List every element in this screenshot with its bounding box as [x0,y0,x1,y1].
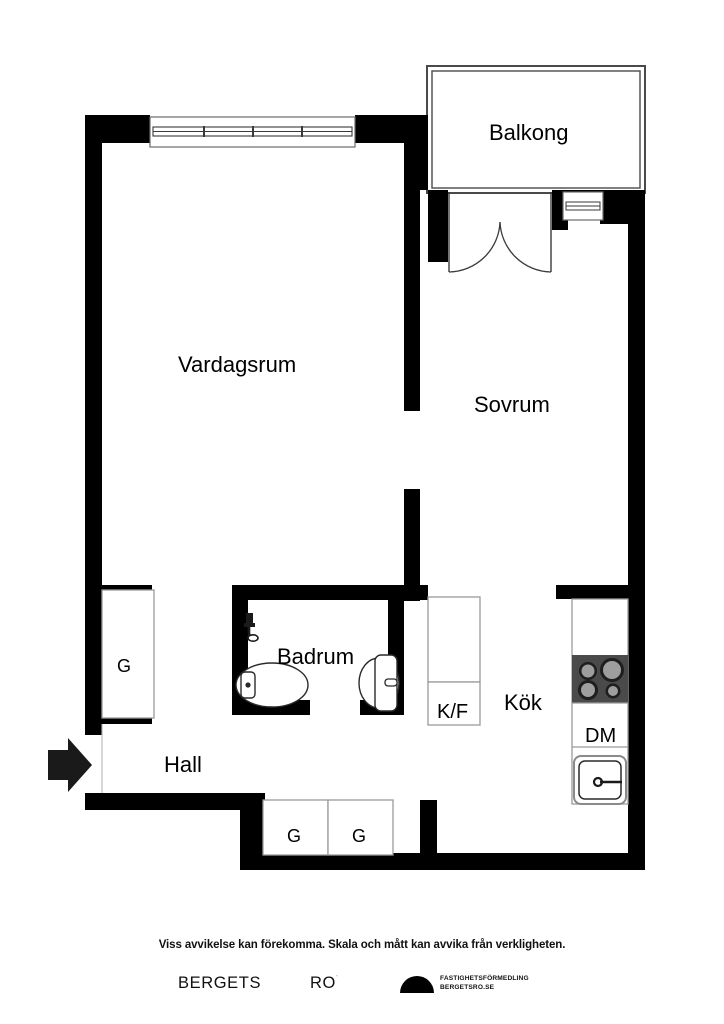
logo-line-1: FASTIGHETSFÖRMEDLING [440,975,529,982]
room-label-hall: Hall [164,752,202,777]
agency-logo[interactable]: FASTIGHETSFÖRMEDLING BERGETSRO.SE [400,970,570,1000]
floor-plan-svg [48,65,646,870]
living-room-window [149,116,356,148]
brand-bergets: BERGETS [178,974,262,992]
wall-bottom-right-step [420,800,437,870]
closet-g-bottom-row [262,799,394,856]
wall-left-exterior [85,115,102,735]
bedroom-window [562,191,604,221]
wall-g-bottom [240,853,436,870]
fixture-label-g-bottom-2: G [352,826,367,846]
logo-line-2: BERGETSRO.SE [440,984,495,991]
room-label-kok: Kök [504,690,542,715]
balcony-outline [426,65,646,194]
wall-bottom-right [420,853,645,870]
kitchen-sink-icon [573,755,627,805]
wall-right-exterior [628,190,645,870]
brand-ro-sup: ˙ [335,974,340,984]
bathroom-fixtures [235,613,400,712]
fixture-label-dm: DM [585,725,617,747]
floor-plan-drawing [48,65,646,870]
dome-icon [400,976,434,993]
wall-balcony-left-jamb [428,190,448,262]
wall-kf-top [404,585,428,600]
disclaimer-text: Viss avvikelse kan förekomma. Skala och … [158,939,566,951]
room-label-badrum: Badrum [277,644,355,669]
fixture-label-g-bottom-1: G [287,826,302,846]
brand-row: BERGETS RO˙ FASTIGHETSFÖRMEDLING BERGETS… [0,968,724,1016]
fixture-label-g-hall: G [117,656,132,676]
shower-mixer-icon [244,613,259,642]
entrance-arrow-icon [48,738,92,792]
stove-icon [572,655,628,703]
wall-divider-upper [404,115,420,411]
sink-icon [358,654,400,712]
closet-g-hall [101,589,155,719]
footer: Viss avvikelse kan förekomma. Skala och … [0,910,724,1024]
wall-divider-lower [404,489,420,601]
kitchen-fixtures [571,598,629,805]
balcony-double-door [448,192,552,273]
room-label-sovrum: Sovrum [474,392,550,417]
wall-hall-bottom [85,793,265,810]
wall-g-left [240,793,265,870]
wall-kok-top [556,585,645,599]
kf-column [427,596,481,726]
brand-ro: RO˙ [310,974,339,993]
brand-ro-text: RO [310,974,336,992]
wall-badrum-top [232,585,404,600]
room-label-balkong: Balkong [489,120,569,145]
room-label-vardagsrum: Vardagsrum [178,352,297,377]
fixture-label-kf: K/F [437,701,469,723]
toilet-icon [235,662,309,708]
logo-text-block: FASTIGHETSFÖRMEDLING BERGETSRO.SE [440,974,529,992]
